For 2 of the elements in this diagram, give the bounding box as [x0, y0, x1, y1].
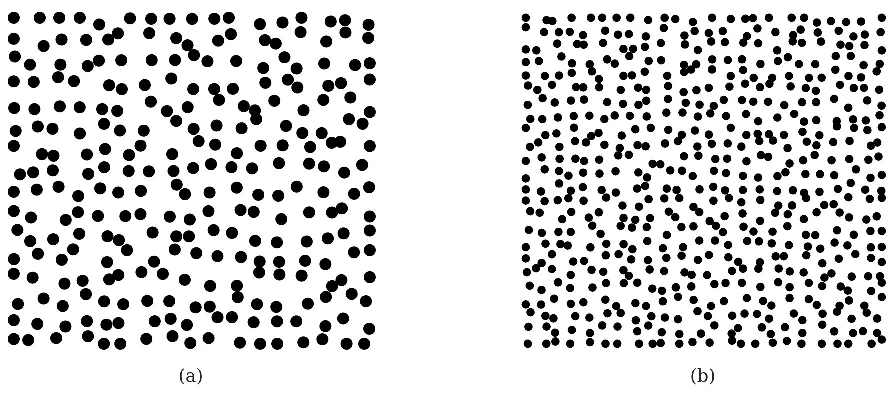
panel-label: (b) — [690, 366, 716, 387]
panel-label: (a) — [178, 366, 204, 387]
